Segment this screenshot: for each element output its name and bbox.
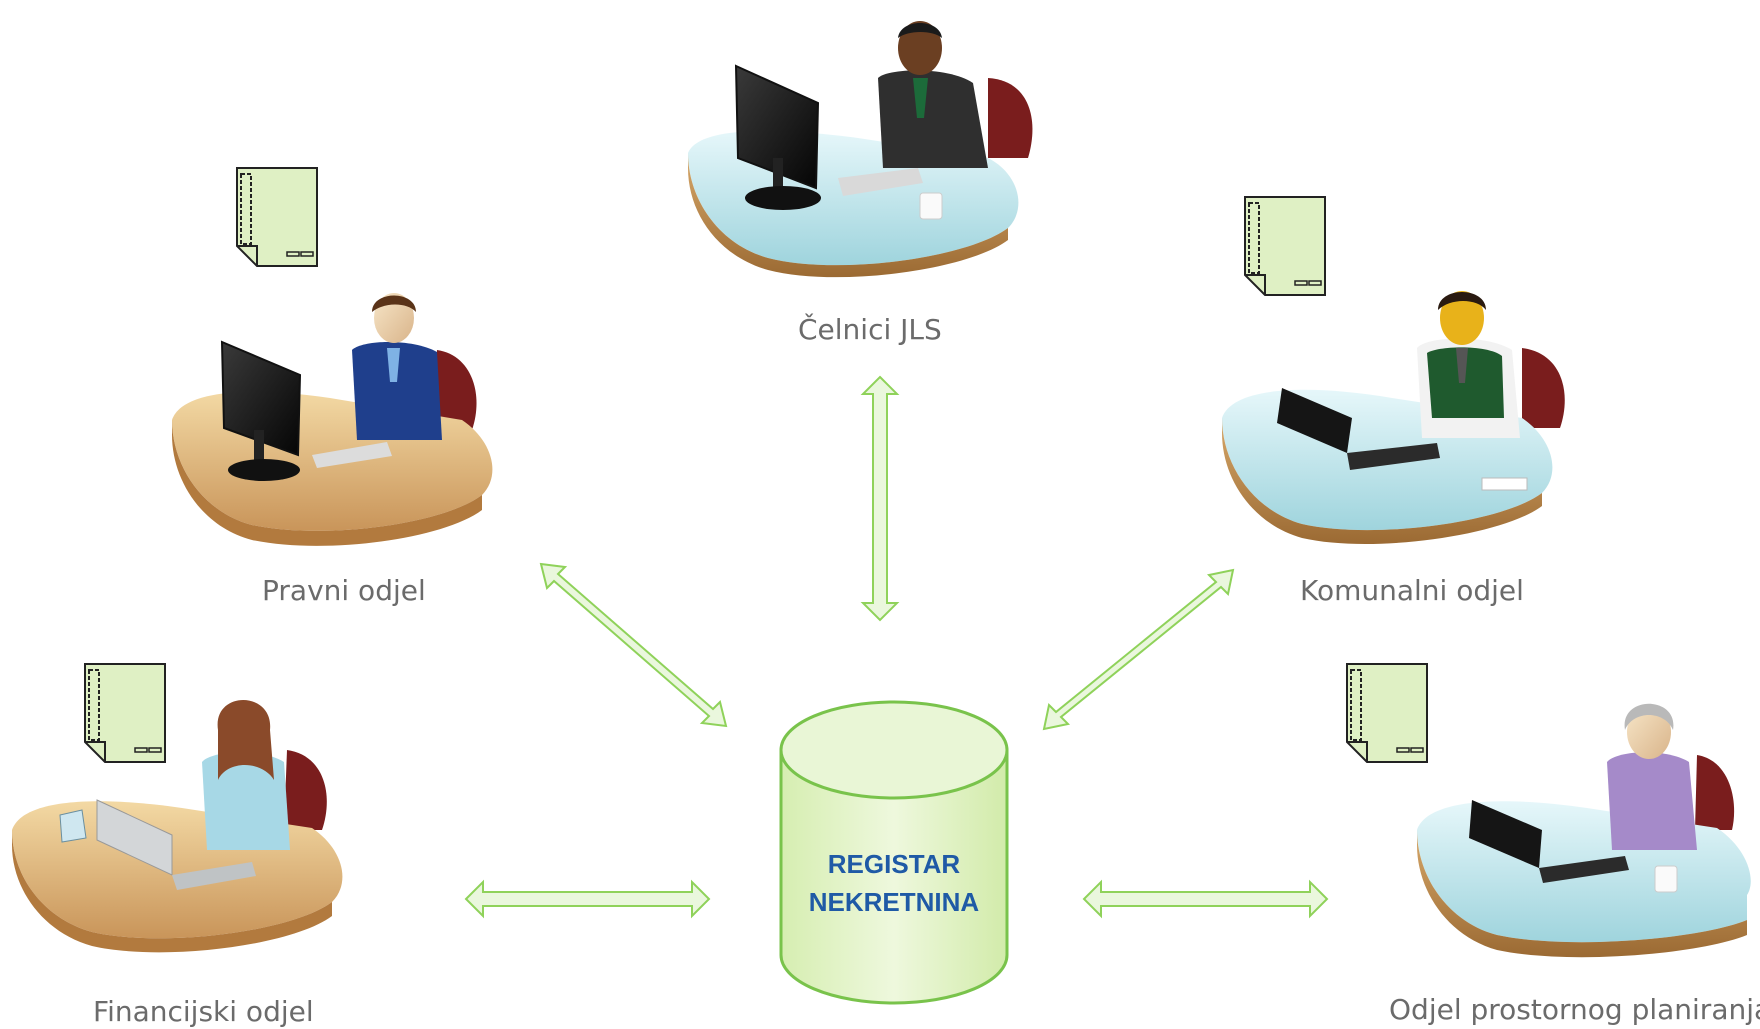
arrow-komunalni-db (1042, 568, 1235, 731)
person-at-desk-icon (1417, 703, 1751, 958)
database-label: REGISTAR NEKRETNINA (781, 845, 1007, 921)
person-at-desk-icon (688, 21, 1033, 278)
document-icon (84, 663, 166, 763)
arrow-celnici-db (860, 375, 900, 622)
arrow-financijski-db (464, 879, 711, 919)
database-cylinder-icon (779, 700, 1009, 1005)
database-label-line2: NEKRETNINA (808, 887, 980, 917)
arrow-pravni-db (539, 562, 728, 728)
document-icon (1244, 196, 1326, 296)
document-icon (1346, 663, 1428, 763)
label-pravni-odjel: Pravni odjel (262, 574, 426, 607)
database-label-line1: REGISTAR (827, 849, 961, 879)
arrow-prostorno-db (1082, 879, 1329, 919)
person-at-desk-icon (12, 700, 343, 953)
label-odjel-prostornog-planiranja: Odjel prostornog planiranja (1389, 993, 1760, 1026)
label-financijski-odjel: Financijski odjel (93, 995, 314, 1028)
person-at-desk-icon (172, 293, 493, 546)
person-at-desk-icon (1222, 291, 1565, 544)
label-celnici-jls: Čelnici JLS (798, 313, 942, 346)
label-komunalni-odjel: Komunalni odjel (1300, 574, 1524, 607)
document-icon (236, 167, 318, 267)
